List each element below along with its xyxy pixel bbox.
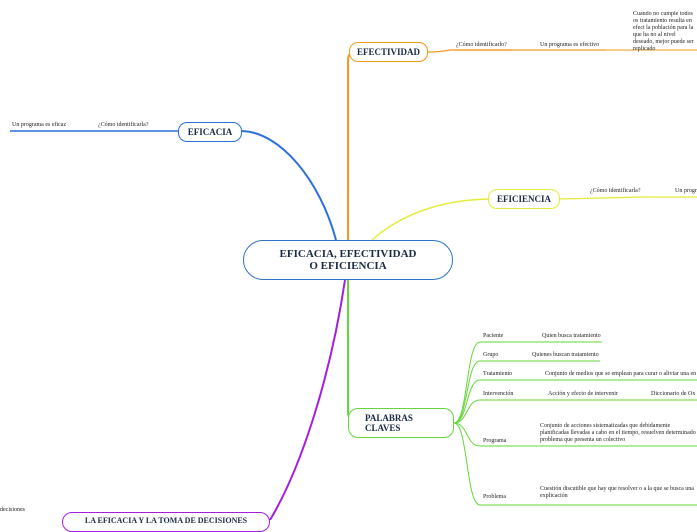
keyword-term[interactable]: Tratamiento [483, 371, 513, 377]
topic-eficacia-label: EFICACIA [187, 127, 233, 137]
eficiencia-question[interactable]: ¿Cómo identificarla? [590, 188, 641, 194]
keyword-term[interactable]: Grupo [483, 352, 499, 358]
eficiencia-answer[interactable]: Un progr [675, 188, 697, 194]
link-toma-decisiones [269, 279, 346, 520]
link-eficiencia [371, 198, 489, 241]
topic-eficiencia-label: EFICIENCIA [496, 194, 551, 204]
keyword-definition[interactable]: Quien busca tratamiento [542, 333, 601, 339]
central-topic-label: EFICACIA, EFECTIVIDAD O EFICIENCIA [279, 248, 417, 272]
eficacia-question[interactable]: ¿Cómo identificarla? [98, 122, 149, 128]
keyword-definition[interactable]: Quienes buscan tratamiento [532, 352, 599, 358]
eficacia-answer[interactable]: Un programa es eficaz [12, 122, 67, 128]
topic-toma-decisiones[interactable]: LA EFICACIA Y LA TOMA DE DECISIONES [62, 512, 270, 532]
toma-decisiones-edge-text[interactable]: decisiones [0, 507, 25, 513]
topic-efectividad-label: EFECTIVIDAD [356, 47, 420, 57]
central-topic[interactable]: EFICACIA, EFECTIVIDAD O EFICIENCIA [243, 240, 453, 280]
link-palabras [347, 280, 356, 421]
topic-palabras-claves-label: PALABRAS CLAVES [365, 413, 413, 433]
keyword-extra[interactable]: Diccionario de Ox [651, 391, 696, 397]
link-efectividad-question [427, 49, 512, 53]
keyword-definition[interactable]: Acción y efecto de intervenir [548, 391, 618, 397]
link-eficacia [241, 130, 337, 241]
efectividad-question[interactable]: ¿Cómo identificarlo? [456, 42, 507, 48]
topic-efectividad[interactable]: EFECTIVIDAD [349, 42, 428, 62]
topic-eficiencia[interactable]: EFICIENCIA [488, 189, 560, 209]
topic-toma-decisiones-label: LA EFICACIA Y LA TOMA DE DECISIONES [84, 516, 248, 525]
efectividad-detail[interactable]: Cuando no cumple todos os tratamiento re… [633, 11, 694, 52]
keyword-definition[interactable]: Conjunto de acciones sistematizadas que … [540, 423, 696, 443]
keyword-term[interactable]: Paciente [483, 333, 504, 339]
keyword-term[interactable]: Intervención [483, 391, 514, 397]
link-eficiencia-question [559, 196, 646, 200]
keyword-definition[interactable]: Conjunto de medios que se emplean para c… [545, 371, 697, 377]
efectividad-answer[interactable]: Un programa es efectivo [540, 42, 600, 48]
topic-palabras-claves[interactable]: PALABRAS CLAVES [348, 408, 454, 438]
link-efectividad [347, 51, 357, 240]
keyword-term[interactable]: Programa [483, 438, 507, 444]
keyword-term[interactable]: Problema [483, 494, 506, 500]
topic-eficacia[interactable]: EFICACIA [178, 122, 242, 142]
mindmap-links [10, 49, 697, 520]
keyword-definition[interactable]: Cuestión discutible que hay que resolver… [540, 486, 694, 499]
